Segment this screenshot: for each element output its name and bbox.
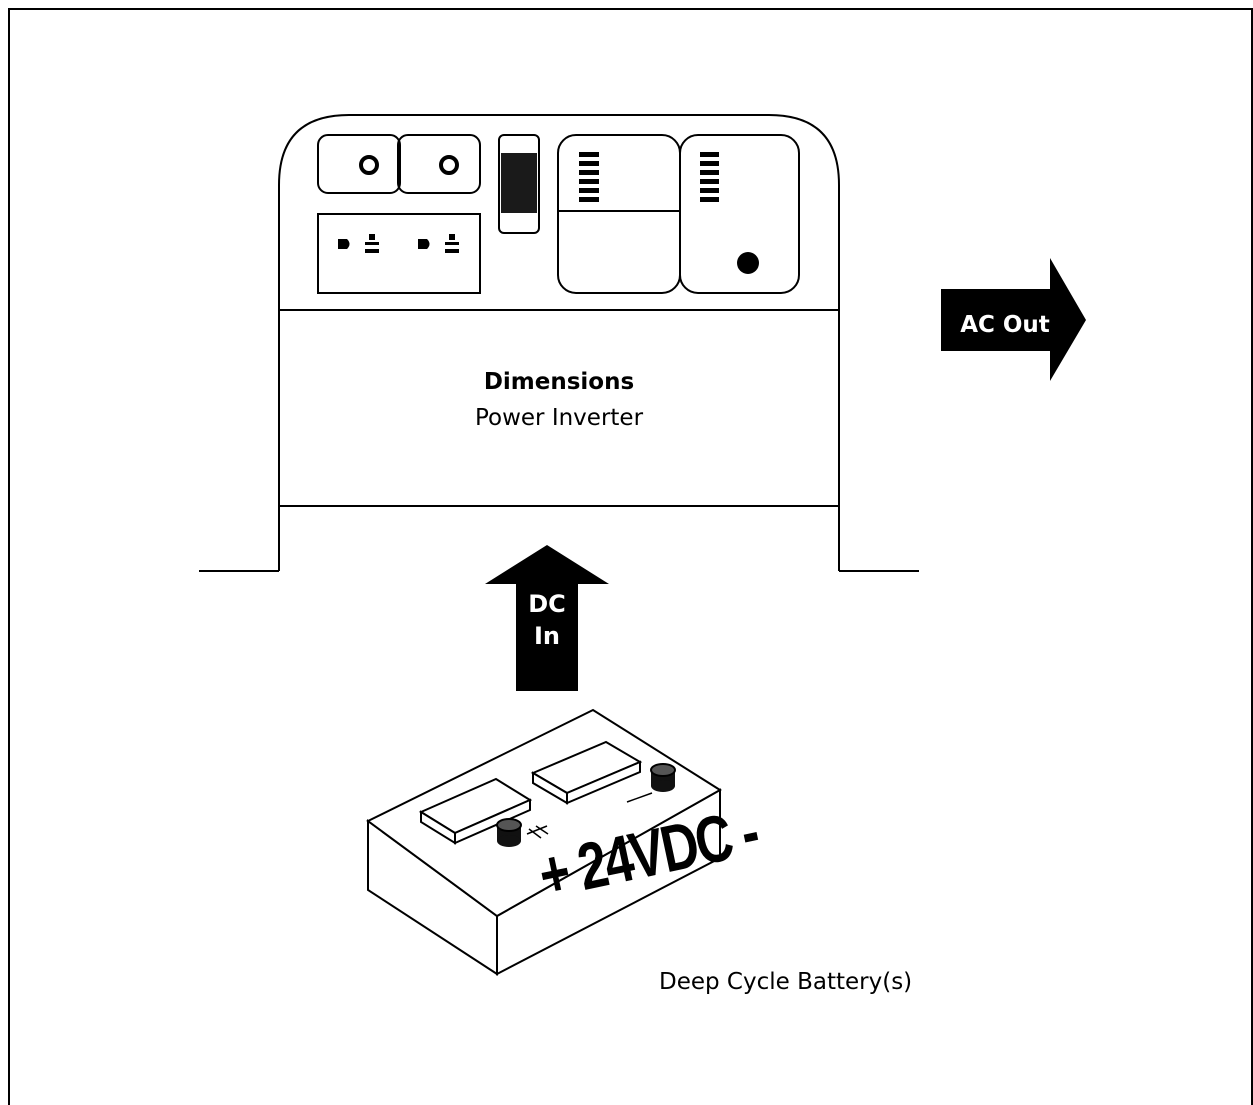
inverter-subtitle: Power Inverter	[474, 405, 644, 431]
meter-panel-2	[679, 134, 800, 294]
dc-in-label-line1: DC	[528, 590, 566, 618]
ac-out-label: AC Out	[960, 312, 1050, 338]
battery-positive-terminal-icon	[496, 818, 549, 847]
outlet-icon-2	[418, 234, 459, 253]
battery-icon	[366, 708, 722, 976]
inverter-title: Dimensions	[483, 369, 635, 395]
indicator-led-icon	[737, 252, 759, 274]
binding-posts	[317, 134, 481, 194]
power-switch-icon	[498, 134, 540, 234]
outlet-icon-1	[338, 234, 379, 253]
dc-in-label: DC In	[516, 588, 578, 652]
meter-panel-1	[557, 134, 681, 294]
terminal-post-icon-1	[359, 155, 379, 175]
terminal-post-icon-2	[439, 155, 459, 175]
battery-negative-terminal-icon	[626, 763, 676, 803]
battery-caption: Deep Cycle Battery(s)	[659, 969, 913, 995]
ac-outlets	[317, 213, 481, 294]
dc-in-label-line2: In	[533, 622, 560, 650]
dc-in-arrow-icon	[485, 545, 609, 691]
level-bars-icon-2	[700, 152, 719, 202]
inverter-body	[278, 114, 840, 571]
level-bars-icon-1	[579, 152, 599, 202]
ac-out-arrow-icon	[941, 258, 1086, 381]
diagram-frame	[8, 8, 1253, 1105]
